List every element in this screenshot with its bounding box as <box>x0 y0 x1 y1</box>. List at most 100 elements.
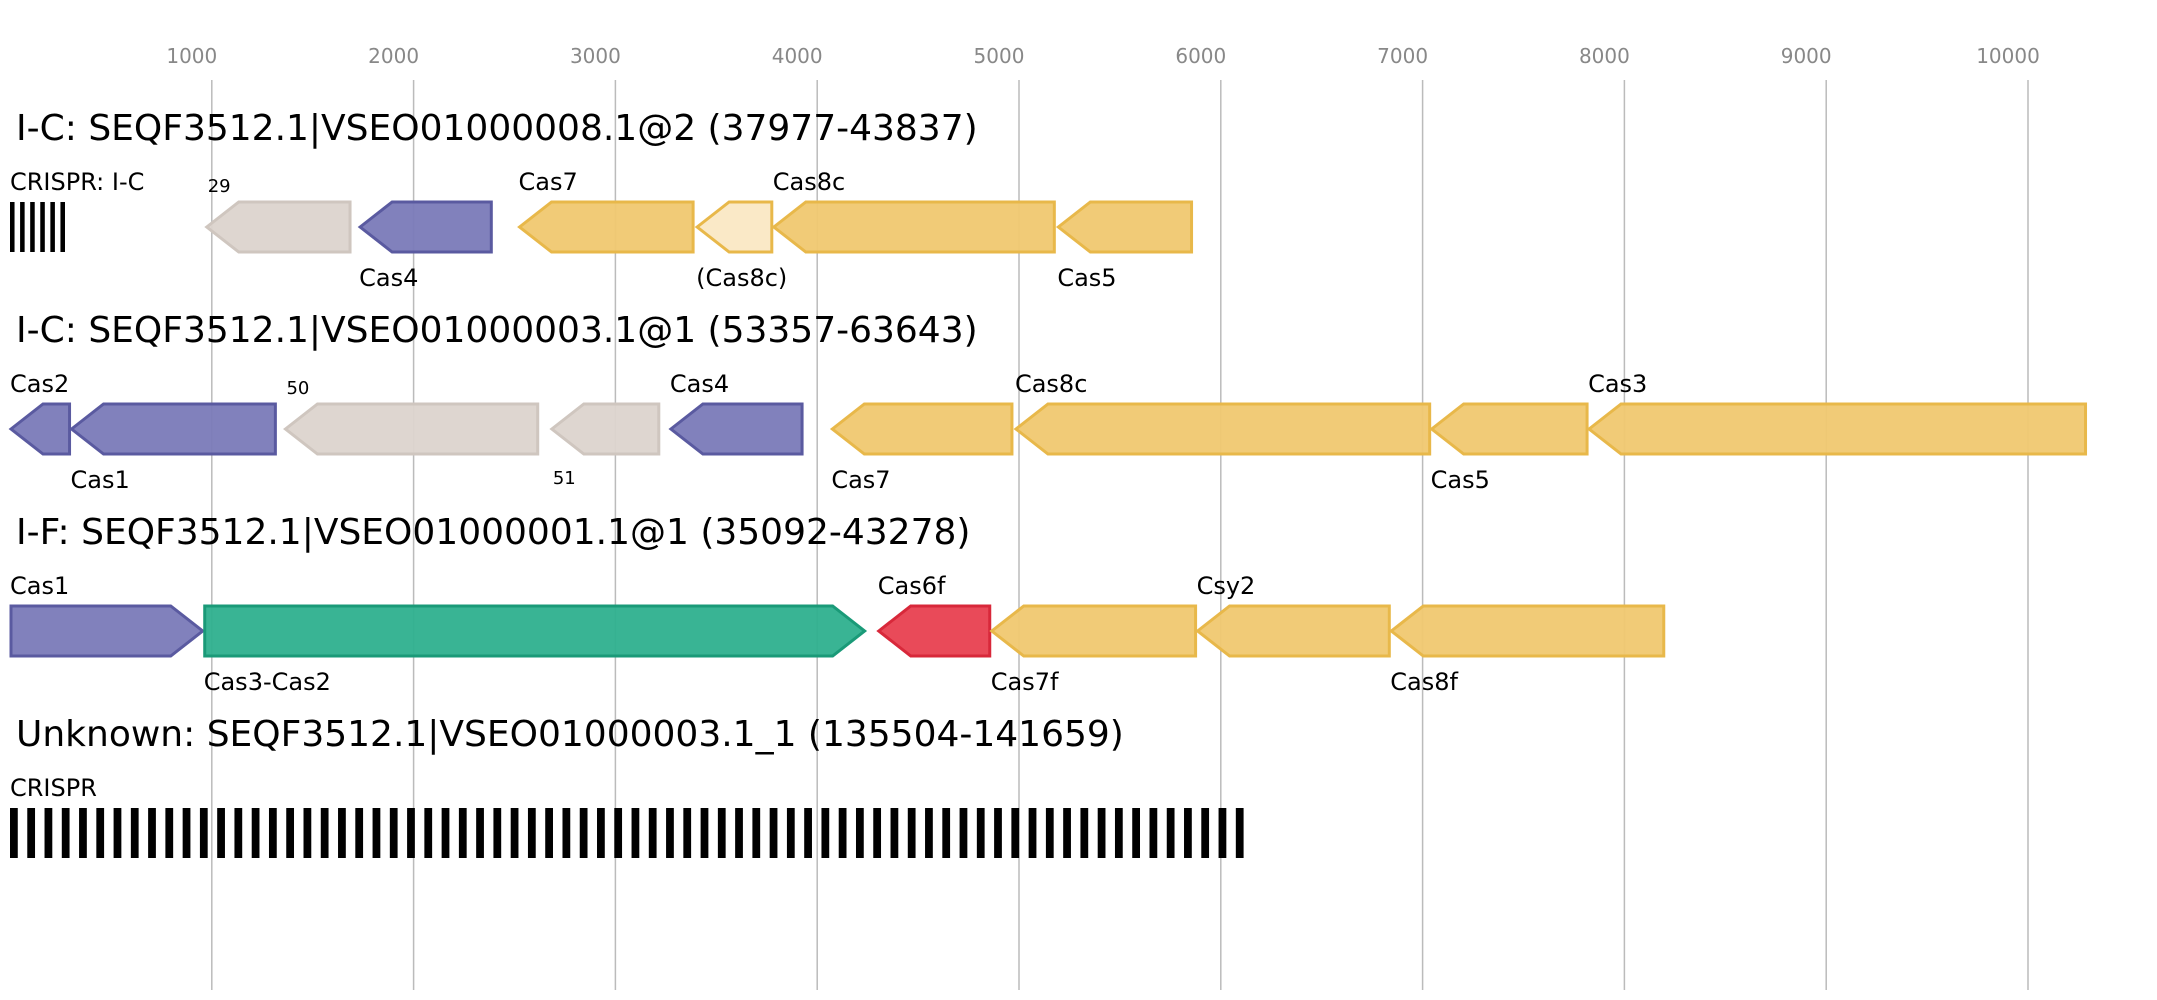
crispr-repeat <box>303 808 312 858</box>
crispr-repeat <box>1045 808 1054 858</box>
gene-shape <box>1013 402 1432 456</box>
crispr-repeat <box>96 808 105 858</box>
crispr-array <box>10 202 65 252</box>
axis-tick-label: 3000 <box>570 44 621 68</box>
crispr-repeat <box>1132 808 1141 858</box>
crispr-repeat <box>994 808 1002 858</box>
crispr-repeat <box>27 808 36 858</box>
locus-title: I-C: SEQF3512.1|VSEO01000008.1@2 (37977-… <box>16 108 978 149</box>
crispr-repeat <box>804 808 812 858</box>
crispr-repeat <box>165 808 174 858</box>
axis-tick-label: 8000 <box>1579 44 1630 68</box>
crispr-repeat <box>79 808 87 858</box>
crispr-repeat <box>614 808 623 858</box>
crispr-repeat <box>700 808 709 858</box>
crispr-repeat <box>424 808 433 858</box>
gene-shape <box>1388 604 1666 658</box>
locus-track: I-C: SEQF3512.1|VSEO01000008.1@2 (37977-… <box>10 108 1194 292</box>
crispr-repeat <box>10 808 18 858</box>
gene-label: 51 <box>553 468 576 489</box>
gene-arrow: Cas6f <box>876 572 992 658</box>
gene-arrow: Cas4 <box>357 200 493 292</box>
crispr-repeat <box>1011 808 1020 858</box>
gene-shape <box>549 402 661 456</box>
gene-shape <box>668 402 804 456</box>
axis-tick-label: 1000 <box>166 44 217 68</box>
crispr-repeat <box>441 808 450 858</box>
gene-label: Cas8c <box>1015 370 1087 398</box>
gene-arrow: 51 <box>549 402 661 489</box>
crispr-repeat <box>268 808 277 858</box>
gene-arrow: Cas2 <box>8 370 72 456</box>
gene-arrow: 50 <box>283 378 540 456</box>
gene-shape <box>771 200 1056 254</box>
gene-label: Cas4 <box>670 370 729 398</box>
crispr-repeat <box>821 808 830 858</box>
gene-shape <box>1195 604 1391 658</box>
crispr-label: CRISPR <box>10 774 97 802</box>
crispr-repeat <box>666 808 674 858</box>
gene-shape <box>517 200 695 254</box>
gene-shape <box>69 402 277 456</box>
axis-tick-label: 4000 <box>772 44 823 68</box>
gene-arrow: Cas8c <box>1013 370 1432 456</box>
gene-label: Cas5 <box>1431 466 1490 494</box>
axis-tick-label: 2000 <box>368 44 419 68</box>
crispr-repeat <box>1097 808 1106 858</box>
gene-label: Cas3-Cas2 <box>204 668 331 696</box>
crispr-repeat <box>890 808 899 858</box>
crispr-repeat <box>976 808 985 858</box>
crispr-repeat <box>1080 808 1089 858</box>
crispr-repeat <box>389 808 398 858</box>
crispr-repeat <box>1028 808 1037 858</box>
crispr-repeat <box>562 808 571 858</box>
crispr-repeat <box>752 808 761 858</box>
crispr-repeat <box>838 808 847 858</box>
crispr-repeat <box>1201 808 1210 858</box>
locus-track: I-F: SEQF3512.1|VSEO01000001.1@1 (35092-… <box>9 512 1666 696</box>
gene-arrow: Cas5 <box>1055 200 1194 292</box>
crispr-repeat <box>30 202 35 252</box>
crispr-repeat <box>148 808 156 858</box>
crispr-repeat <box>217 808 225 858</box>
crispr-repeat <box>407 808 415 858</box>
gene-label: Cas8c <box>773 168 845 196</box>
loci-tracks: I-C: SEQF3512.1|VSEO01000008.1@2 (37977-… <box>8 108 2088 858</box>
gene-shape <box>283 402 540 456</box>
gene-label: Cas7 <box>519 168 578 196</box>
gene-label: Cas1 <box>10 572 69 600</box>
crispr-repeat <box>1184 808 1192 858</box>
crispr-repeat <box>1166 808 1175 858</box>
gene-shape <box>357 200 493 254</box>
crispr-repeat <box>182 808 191 858</box>
gene-label: Cas3 <box>1588 370 1647 398</box>
locus-title: Unknown: SEQF3512.1|VSEO01000003.1_1 (13… <box>16 714 1124 755</box>
gene-label: 29 <box>208 176 231 197</box>
crispr-repeat <box>372 808 381 858</box>
crispr-repeat <box>683 808 692 858</box>
crispr-repeat <box>907 808 916 858</box>
axis-tick-label: 5000 <box>974 44 1025 68</box>
crispr-label: CRISPR: I-C <box>10 168 144 196</box>
crispr-repeat <box>44 808 53 858</box>
gene-shape <box>989 604 1198 658</box>
crispr-repeat <box>10 202 15 252</box>
crispr-repeat <box>631 808 640 858</box>
gene-arrow: Cas5 <box>1429 402 1589 494</box>
gene-arrow: Cas7f <box>989 604 1198 696</box>
gene-shape <box>8 402 72 456</box>
gene-arrow: Cas4 <box>668 370 804 456</box>
crispr-repeat <box>286 808 295 858</box>
gene-shape <box>203 604 868 658</box>
crispr-repeat <box>458 808 467 858</box>
axis-tick-label: 9000 <box>1781 44 1832 68</box>
crispr-repeat <box>234 808 243 858</box>
gene-arrow: Cas3-Cas2 <box>203 604 868 696</box>
crispr-repeat <box>925 808 933 858</box>
gene-arrow: Cas8c <box>771 168 1056 254</box>
gene-shape <box>876 604 992 658</box>
crispr-repeat <box>40 202 45 252</box>
crispr-repeat <box>873 808 882 858</box>
gene-label: Cas2 <box>10 370 69 398</box>
crispr-repeat <box>338 808 346 858</box>
